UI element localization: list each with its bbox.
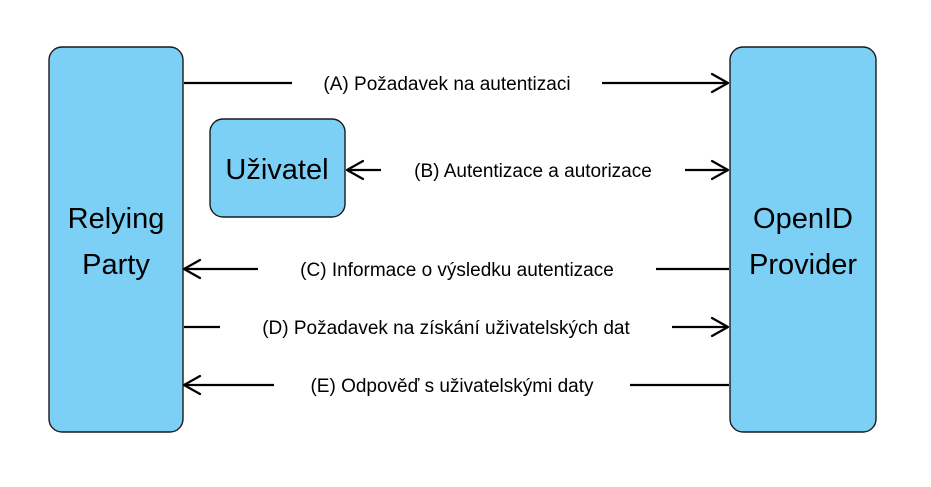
openid-provider-label-line2: Provider	[749, 249, 857, 281]
edge-e-arrowhead-left	[182, 374, 202, 396]
edge-e: (E) Odpověď s uživatelskými daty	[182, 372, 729, 398]
edge-a: (A) Požadavek na autentizaci	[184, 70, 730, 96]
openid-provider-box	[729, 46, 877, 433]
user-node: Uživatel	[209, 118, 346, 218]
openid-provider-label-line1: OpenID	[753, 203, 853, 235]
edge-a-label-bg	[292, 70, 602, 96]
edge-a-arrowhead-right	[710, 72, 730, 94]
edge-b-arrowhead-right	[710, 159, 730, 181]
relying-party-node: Relying Party	[48, 46, 184, 433]
edge-b: (B) Autentizace a autorizace	[345, 157, 730, 183]
edge-e-label-bg	[274, 372, 630, 398]
relying-party-box	[48, 46, 184, 433]
edge-b-arrowhead-left	[345, 159, 365, 181]
relying-party-label-line2: Party	[82, 249, 150, 281]
relying-party-label-line1: Relying	[68, 203, 165, 235]
user-box	[209, 118, 346, 218]
edge-d-arrowhead-right	[710, 316, 730, 338]
edge-c: (C) Informace o výsledku autentizace	[182, 256, 729, 282]
edge-c-label: (C) Informace o výsledku autentizace	[300, 260, 614, 281]
openid-provider-node: OpenID Provider	[729, 46, 877, 433]
edge-c-arrowhead-left	[182, 258, 202, 280]
edge-d-label: (D) Požadavek na získání uživatelských d…	[262, 318, 630, 339]
edge-c-label-bg	[258, 256, 656, 282]
edge-e-label: (E) Odpověď s uživatelskými daty	[310, 376, 594, 397]
edge-a-label: (A) Požadavek na autentizaci	[323, 74, 570, 95]
edge-b-label-bg	[381, 157, 685, 183]
edge-d: (D) Požadavek na získání uživatelských d…	[184, 314, 730, 340]
edge-b-label: (B) Autentizace a autorizace	[414, 161, 652, 182]
user-label: Uživatel	[225, 154, 328, 186]
edge-d-label-bg	[220, 314, 672, 340]
